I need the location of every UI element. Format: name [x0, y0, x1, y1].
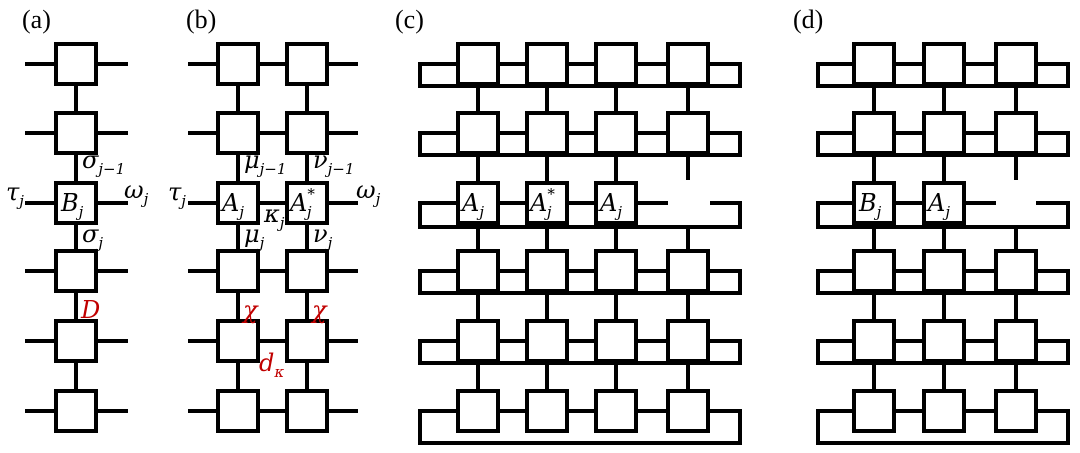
tensor-node-A — [456, 181, 500, 225]
panel-c-tensors — [456, 42, 710, 433]
tensor-node — [54, 111, 98, 155]
bond-dimension-D-label: D — [80, 296, 100, 324]
panel-a-label: (a) — [22, 5, 51, 34]
panel-b: (b) Aj A*j τj ωj μj−1 — [168, 5, 381, 433]
chi-right-label: χ — [310, 296, 328, 324]
tensor-node-A — [922, 181, 966, 225]
tensor-node-A-star — [525, 181, 569, 225]
omega-j-label: ωj — [356, 176, 381, 208]
kappa-j-label: κj — [263, 200, 285, 232]
panel-a: (a) Bj τj ωj σj−1 σj D — [6, 5, 149, 433]
panel-c-label: (c) — [395, 5, 424, 34]
tensor-node-B — [54, 181, 98, 225]
tensor-node-B — [852, 181, 896, 225]
sigma-j-minus-1-label: σj−1 — [82, 146, 125, 178]
A-star-j-label: A*j — [528, 185, 555, 221]
tensor-node-A — [216, 181, 260, 225]
tensor-node-A-star — [285, 181, 329, 225]
A-star-j-label: A*j — [288, 185, 315, 221]
A-j-label: Aj — [220, 189, 244, 221]
tau-j-label: τj — [168, 178, 186, 210]
A-j-label: Aj — [460, 189, 484, 221]
B-j-label: Bj — [858, 189, 882, 221]
tensor-node — [54, 249, 98, 293]
tensor-node — [54, 42, 98, 86]
nu-j-label: νj — [313, 220, 333, 252]
B-j-label: Bj — [60, 189, 84, 221]
panel-d: (d) — [793, 5, 1070, 445]
panel-d-label: (d) — [793, 5, 823, 34]
d-kappa-label: dκ — [259, 349, 284, 381]
nu-j-minus-1-label: νj−1 — [313, 146, 354, 178]
mu-j-label: μj — [244, 220, 265, 252]
tau-j-label: τj — [6, 178, 24, 210]
tensor-node-A — [594, 181, 638, 225]
tensor-node — [54, 389, 98, 433]
panel-d-tensors — [852, 42, 1038, 433]
chi-left-label: χ — [241, 296, 259, 324]
panel-b-tensors — [216, 42, 329, 433]
omega-j-label: ωj — [124, 176, 149, 208]
panel-b-label: (b) — [186, 5, 216, 34]
A-j-label: Aj — [598, 189, 622, 221]
mu-j-minus-1-label: μj−1 — [244, 146, 286, 178]
sigma-j-label: σj — [82, 220, 103, 252]
panel-c: (c) — [395, 5, 742, 445]
A-j-label: Aj — [926, 189, 950, 221]
tensor-node — [54, 319, 98, 363]
panel-a-tensors — [54, 42, 98, 433]
